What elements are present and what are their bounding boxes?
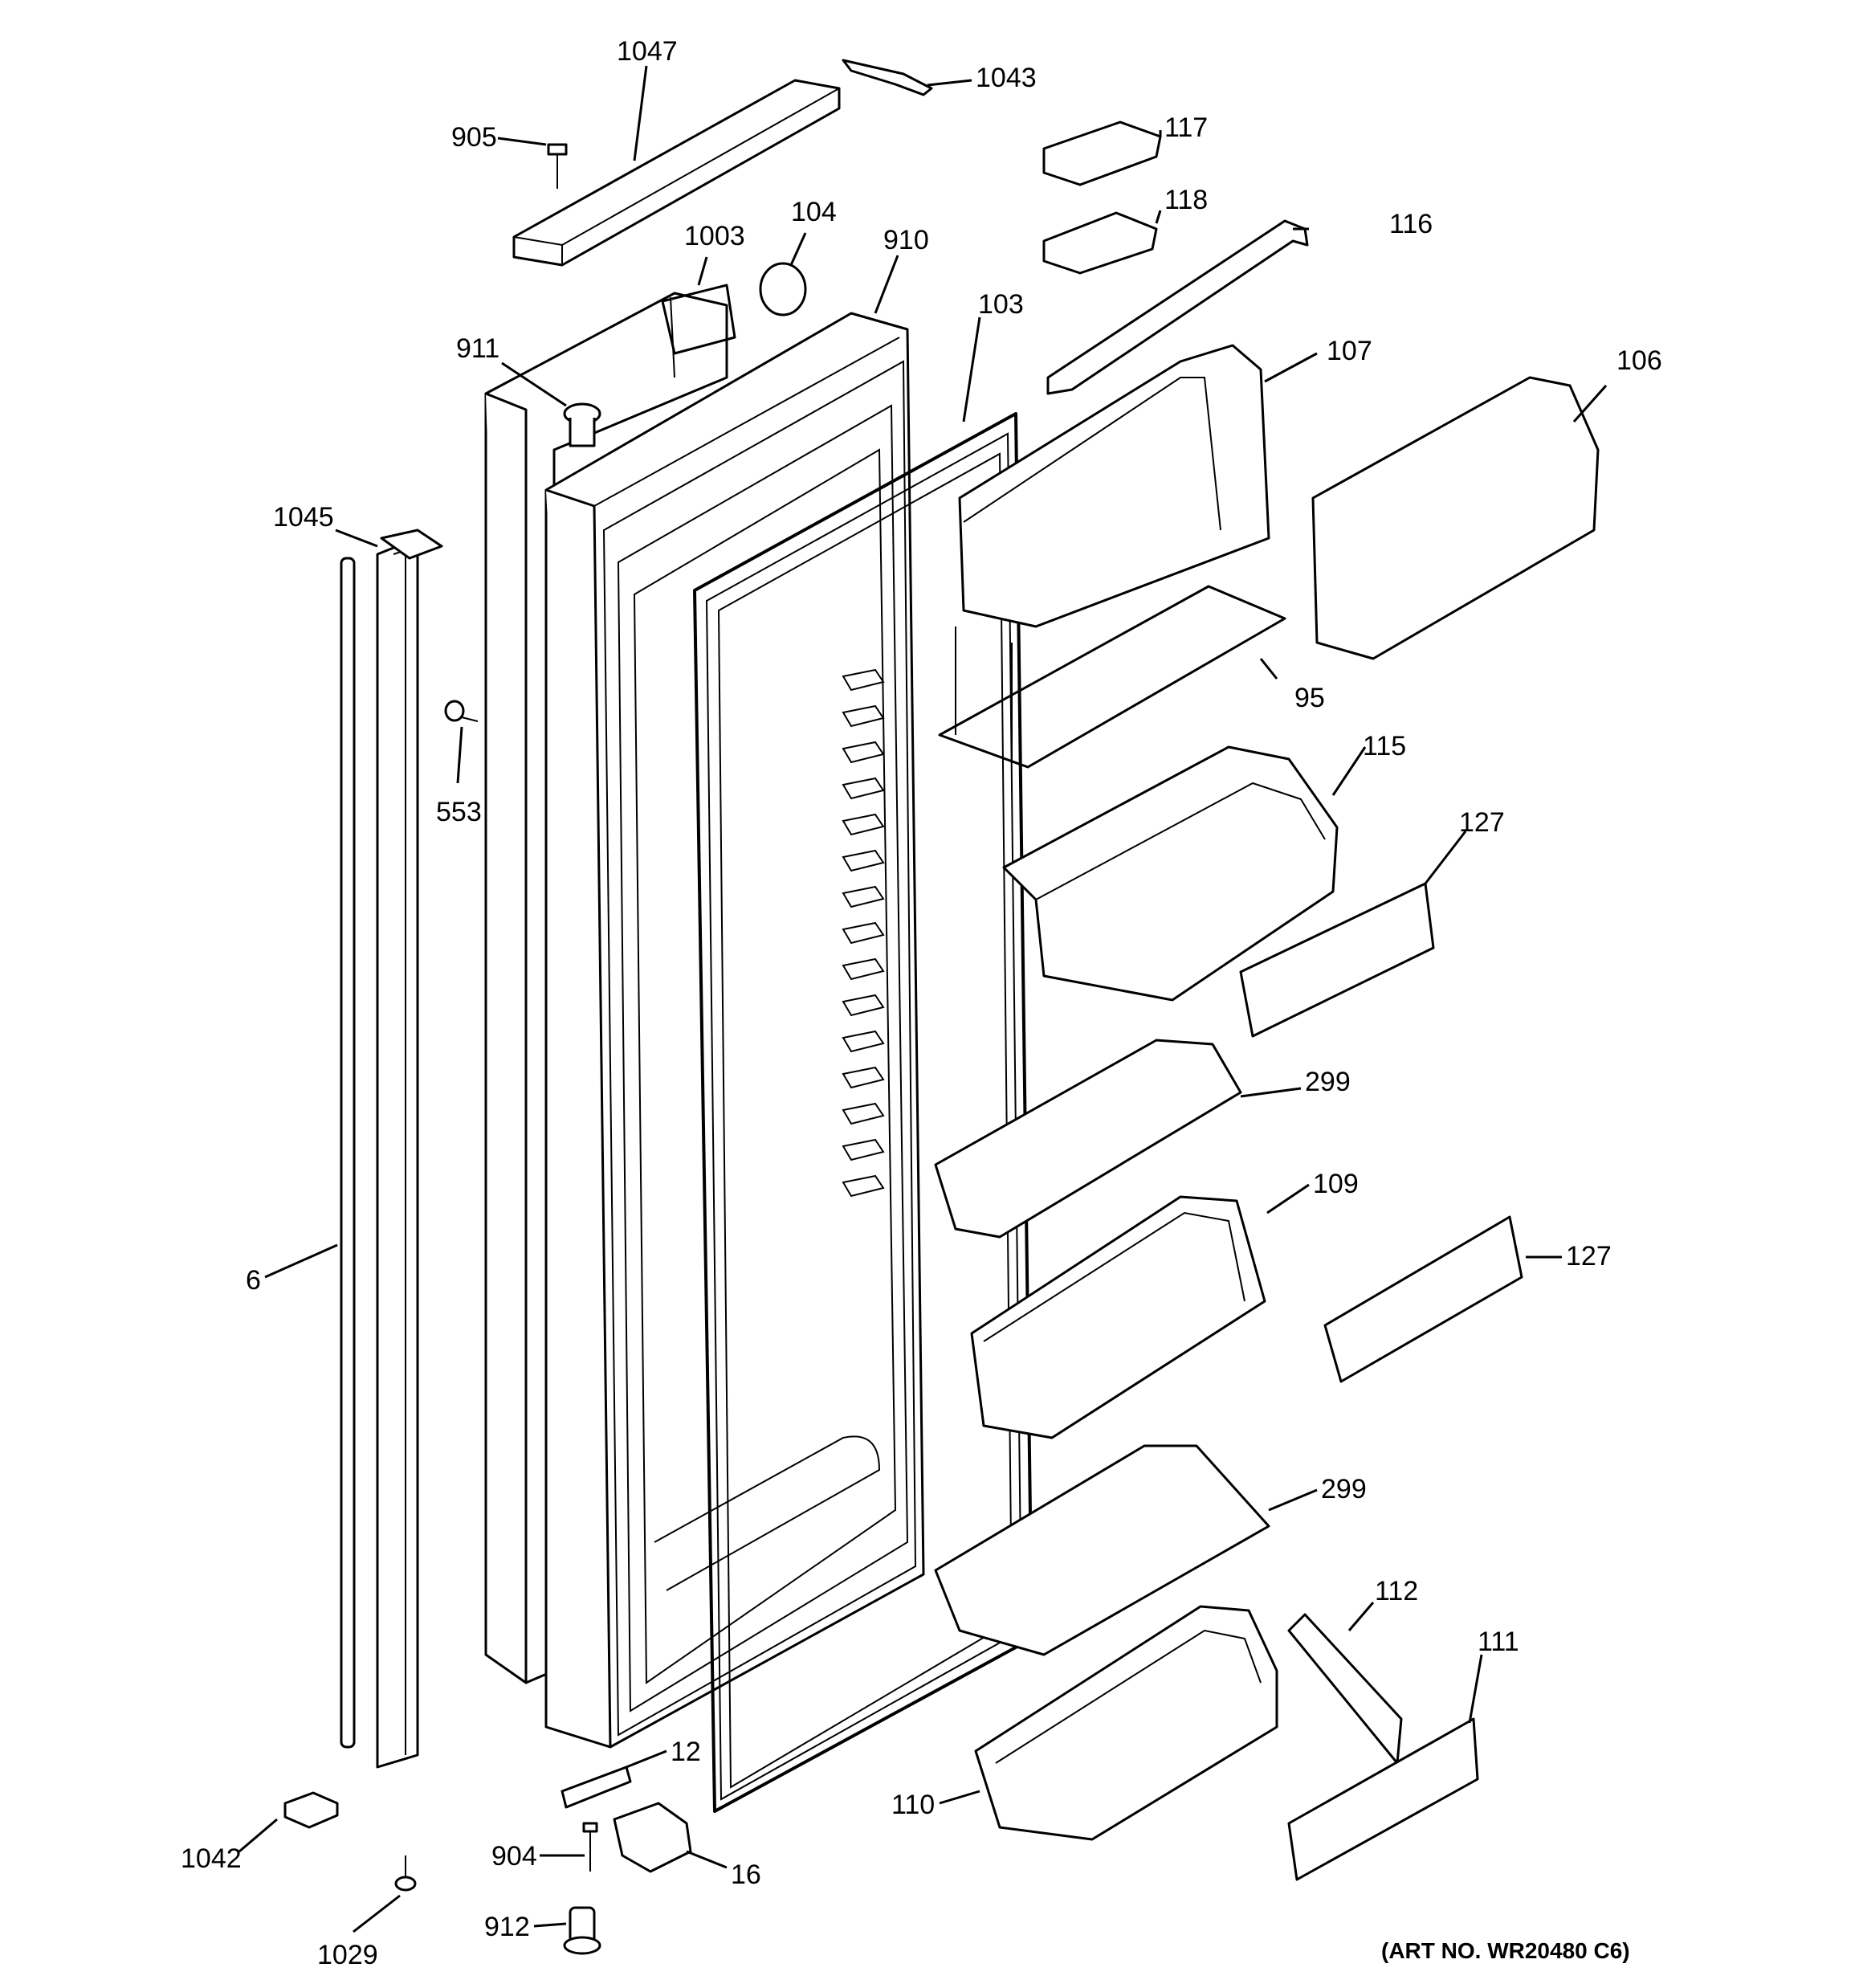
callout-905: 905	[451, 122, 497, 153]
callout-118: 118	[1164, 185, 1208, 215]
screw-1029	[394, 1855, 417, 1892]
callout-912: 912	[484, 1912, 530, 1942]
callout-911: 911	[456, 333, 499, 364]
callout-6: 6	[246, 1265, 261, 1296]
callout-110: 110	[891, 1790, 935, 1820]
rail-116	[1046, 219, 1309, 395]
callout-910: 910	[883, 225, 929, 255]
callout-1029: 1029	[317, 1940, 378, 1970]
callout-107: 107	[1327, 336, 1372, 366]
callout-116: 116	[1389, 209, 1433, 239]
screw-905	[547, 143, 568, 189]
callout-117: 117	[1164, 112, 1208, 143]
callout-112: 112	[1375, 1576, 1418, 1606]
bin-107	[958, 344, 1270, 628]
bin-115	[1002, 745, 1339, 1002]
leader-lines	[238, 65, 1608, 1933]
callout-16: 16	[731, 1859, 761, 1890]
callout-109: 109	[1313, 1169, 1359, 1199]
callout-103: 103	[978, 289, 1024, 320]
callout-104: 104	[791, 197, 837, 227]
bushing-912	[563, 1906, 601, 1955]
panel-111	[1287, 1717, 1479, 1881]
screw-553	[444, 700, 479, 722]
callout-12: 12	[671, 1737, 701, 1767]
side-rod-6	[340, 557, 356, 1749]
hinge-cover-part	[842, 59, 933, 96]
callout-1003: 1003	[684, 221, 745, 251]
art-number: (ART NO. WR20480 C6)	[1381, 1938, 1630, 1963]
bin-109	[970, 1195, 1266, 1439]
rack-95	[938, 585, 1286, 769]
door-liner	[544, 312, 925, 1749]
callout-95: 95	[1294, 683, 1325, 713]
callout-1043: 1043	[976, 63, 1037, 93]
callout-1045: 1045	[273, 502, 334, 533]
corner-1003	[661, 284, 736, 355]
hinge-12	[561, 1766, 632, 1809]
callout-127b: 127	[1566, 1241, 1612, 1272]
bracket-1042	[283, 1791, 339, 1829]
callout-115: 115	[1363, 731, 1406, 761]
liner-shelf-clips	[842, 668, 885, 1198]
bushing-911	[563, 402, 601, 447]
hinge-bracket-16	[613, 1802, 692, 1873]
callout-1042: 1042	[181, 1843, 242, 1874]
panel-127a	[1239, 882, 1435, 1038]
callout-904: 904	[491, 1841, 537, 1872]
channel-1045	[376, 529, 443, 1769]
bin-110	[974, 1605, 1278, 1841]
panel-127b	[1323, 1215, 1523, 1383]
cover-106	[1311, 376, 1600, 660]
callout-553: 553	[436, 797, 482, 827]
callout-299a: 299	[1305, 1067, 1351, 1097]
shelf-299a	[934, 1039, 1242, 1239]
callout-127a: 127	[1459, 807, 1505, 838]
callout-299b: 299	[1321, 1474, 1367, 1504]
screw-904	[582, 1822, 598, 1872]
door-top-cap	[512, 79, 841, 267]
callout-1047: 1047	[617, 36, 678, 67]
plug-104	[759, 262, 807, 316]
cap-117	[1042, 120, 1162, 186]
panel-112	[1287, 1613, 1403, 1765]
shelf-299b	[934, 1444, 1270, 1656]
cap-118	[1042, 211, 1158, 275]
callout-106: 106	[1616, 345, 1662, 376]
callout-111: 111	[1478, 1627, 1519, 1657]
